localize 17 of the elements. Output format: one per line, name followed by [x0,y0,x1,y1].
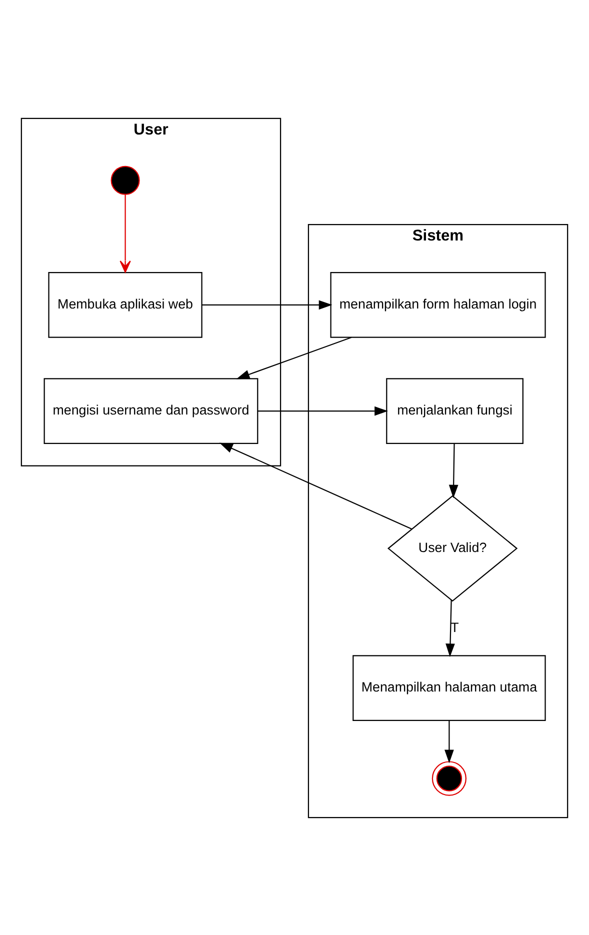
edge-label: T [450,619,459,634]
arrow [446,599,455,656]
arrow [202,300,332,310]
arrow [120,194,131,272]
arrow [448,442,458,498]
arrow [444,720,454,763]
node-box: menjalankan fungsi [386,378,524,444]
node-box: Menampilkan halaman utama [352,654,546,720]
node-box: Membuka aplikasi web [48,271,202,338]
node-box: mengisi username dan password [44,378,258,444]
arrow [219,442,412,530]
node-diamond: User Valid? [387,494,518,602]
node-circle [110,165,140,194]
node-box: menampilkan form halaman login [330,271,546,338]
arrow [258,406,388,416]
arrow [236,336,352,379]
node-circle [432,760,466,796]
